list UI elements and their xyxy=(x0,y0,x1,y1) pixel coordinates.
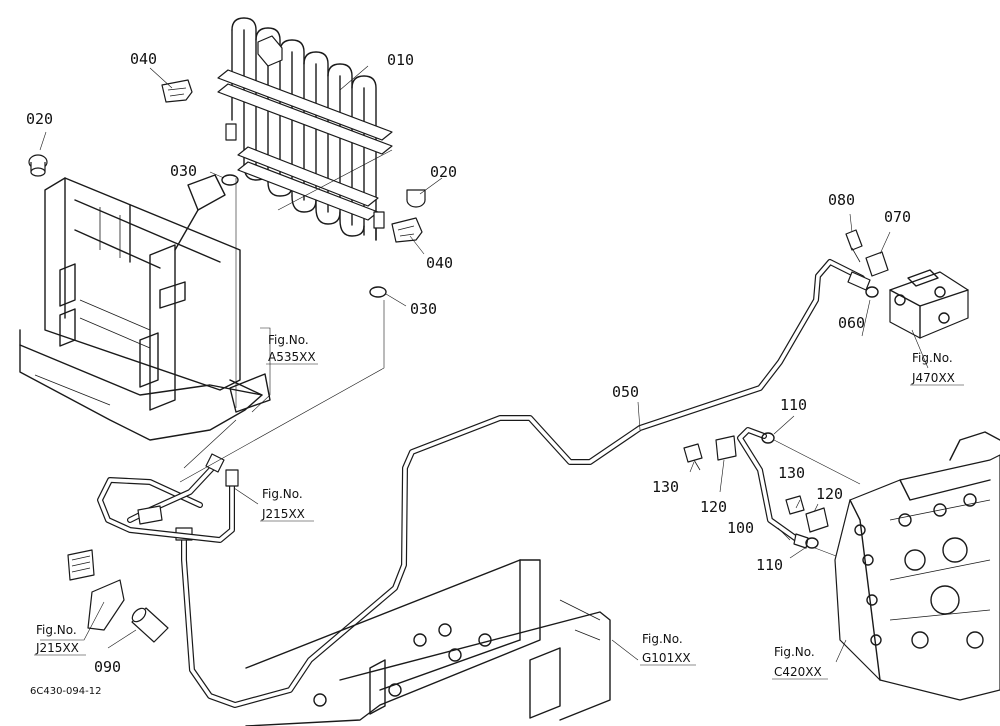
fig-ref-c420-title: Fig.No. xyxy=(774,645,815,659)
fig-ref-j215-mid-title: Fig.No. xyxy=(262,487,303,501)
bolt-130-right xyxy=(785,495,805,515)
o-ring-030-upper xyxy=(221,174,239,186)
plate-070 xyxy=(865,251,889,277)
frame-rail-g101 xyxy=(245,559,611,726)
label-130-right: 130 xyxy=(778,464,805,482)
fig-ref-j470-code: J470XX xyxy=(911,371,955,385)
label-030-lower: 030 xyxy=(410,300,437,318)
fig-ref-j215-left-code: J215XX xyxy=(35,641,79,655)
label-030-upper: 030 xyxy=(170,162,197,180)
label-120-right: 120 xyxy=(816,485,843,503)
fig-ref-g101-code: G101XX xyxy=(642,651,691,665)
label-020-left: 020 xyxy=(26,110,53,128)
transmission-case-c420 xyxy=(834,431,1000,701)
pipe-j215-loop xyxy=(97,453,239,543)
label-020-right: 020 xyxy=(430,163,457,181)
pipe-100 xyxy=(737,427,809,549)
fig-ref-a535-code: A535XX xyxy=(268,350,316,364)
o-ring-110-upper xyxy=(761,432,775,444)
o-ring-030-lower xyxy=(369,286,387,298)
label-110-upper: 110 xyxy=(780,396,807,414)
label-040-upper: 040 xyxy=(130,50,157,68)
drawing-code: 6C430-094-12 xyxy=(30,686,101,697)
oil-pipe-050 xyxy=(175,259,871,708)
fig-ref-c420-code: C420XX xyxy=(774,665,822,679)
label-040-lower: 040 xyxy=(426,254,453,272)
bolt-020-right xyxy=(406,189,426,208)
sleeve-090 xyxy=(131,607,169,643)
radiator-bracket-frame xyxy=(19,174,271,441)
bolt-130-left xyxy=(683,443,703,471)
clip-040-lower xyxy=(391,217,423,243)
label-100: 100 xyxy=(727,519,754,537)
leader-lines xyxy=(39,65,929,663)
oil-cooler-coil xyxy=(217,17,393,241)
plate-120-right xyxy=(805,507,829,533)
o-ring-110-lower xyxy=(805,537,819,549)
label-060: 060 xyxy=(838,314,865,332)
label-080: 080 xyxy=(828,191,855,209)
o-ring-060 xyxy=(865,286,879,298)
valve-block-j470 xyxy=(889,269,969,339)
fig-ref-j215-mid-code: J215XX xyxy=(261,507,305,521)
bolt-020-left xyxy=(28,154,48,177)
label-130-left: 130 xyxy=(652,478,679,496)
label-110-lower: 110 xyxy=(756,556,783,574)
plate-120-left xyxy=(715,435,737,461)
fig-ref-a535-title: Fig.No. xyxy=(268,333,309,347)
label-120-left: 120 xyxy=(700,498,727,516)
label-010: 010 xyxy=(387,51,414,69)
bolt-080 xyxy=(845,229,863,263)
fig-ref-j470-title: Fig.No. xyxy=(912,351,953,365)
fig-ref-g101-title: Fig.No. xyxy=(642,632,683,646)
fig-ref-j215-left-title: Fig.No. xyxy=(36,623,77,637)
label-070: 070 xyxy=(884,208,911,226)
fig-ref-underlines xyxy=(34,363,964,680)
label-050: 050 xyxy=(612,383,639,401)
label-090: 090 xyxy=(94,658,121,676)
bracket-j215-left xyxy=(67,549,125,631)
